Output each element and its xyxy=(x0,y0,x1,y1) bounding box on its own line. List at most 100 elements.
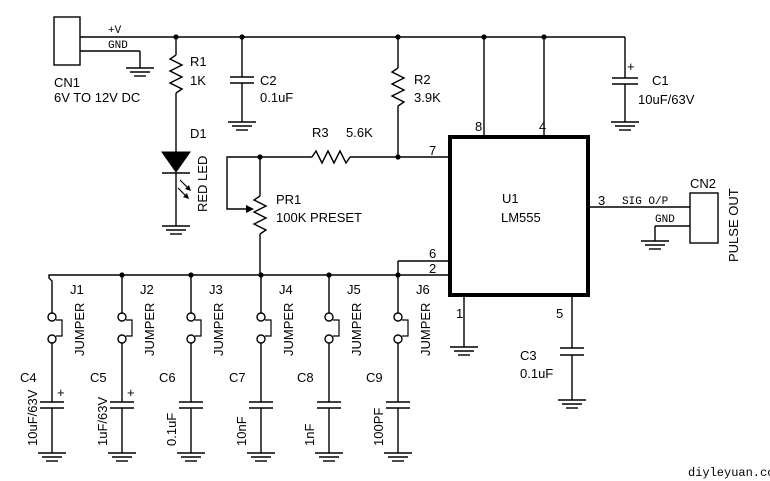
capacitor-ref: C5 xyxy=(90,370,107,385)
jumper-type: JUMPER xyxy=(418,303,433,356)
timing-capacitor-3: C6 0.1uF xyxy=(159,370,203,453)
r2-value: 3.9K xyxy=(414,90,441,105)
ground-icon xyxy=(177,452,205,462)
r1-value: 1K xyxy=(190,73,206,88)
c2-ref: C2 xyxy=(260,73,277,88)
d1-value: RED LED xyxy=(195,156,210,212)
u1-pin6: 6 xyxy=(429,246,436,261)
ground-icon xyxy=(315,452,343,462)
r2-resistor xyxy=(390,37,406,160)
capacitor-ref: C4 xyxy=(20,370,37,385)
u1-pin2: 2 xyxy=(429,261,436,276)
u1-pin1: 1 xyxy=(456,306,463,321)
pr1-ref: PR1 xyxy=(276,192,301,207)
u1-pin8: 8 xyxy=(475,119,482,134)
u1-pin7: 7 xyxy=(429,143,436,158)
r3-resistor xyxy=(257,149,448,165)
pr1-preset xyxy=(226,156,268,275)
ground-icon xyxy=(126,67,154,77)
capacitor-ref: C8 xyxy=(297,370,314,385)
r1-resistor xyxy=(168,37,184,152)
c1-value: 10uF/63V xyxy=(638,92,695,107)
timing-capacitor-6: C9 100PF xyxy=(366,370,410,453)
capacitor-value: 10nF xyxy=(234,416,249,446)
c1-plus: + xyxy=(627,59,635,74)
u1-value: LM555 xyxy=(501,210,541,225)
timing-capacitor-5: C8 1nF xyxy=(297,370,341,453)
capacitor-value: 1uF/63V xyxy=(95,397,110,446)
u1-ic xyxy=(397,37,690,348)
capacitor-value: 0.1uF xyxy=(164,413,179,446)
ground-icon xyxy=(228,121,256,131)
watermark: diyleyuan.com xyxy=(688,466,770,480)
c3-ref: C3 xyxy=(520,348,537,363)
jumper-ref: J1 xyxy=(70,282,84,297)
capacitor-ref: C6 xyxy=(159,370,176,385)
ground-icon xyxy=(611,121,639,131)
jumper-type: JUMPER xyxy=(281,303,296,356)
vplus-rail xyxy=(80,34,625,40)
cn1-gnd-label: GND xyxy=(108,40,128,52)
d1-led xyxy=(161,151,191,226)
c3-capacitor xyxy=(560,347,584,400)
c1-capacitor xyxy=(612,37,638,122)
cn1-value: 6V TO 12V DC xyxy=(54,90,140,105)
r1-ref: R1 xyxy=(190,54,207,69)
cn1-connector xyxy=(53,16,141,68)
ground-icon xyxy=(108,452,136,462)
u1-pin5: 5 xyxy=(556,306,563,321)
vplus-label: +V xyxy=(108,25,122,37)
timing-capacitor-1: + C4 10uF/63V xyxy=(20,370,65,453)
d1-ref: D1 xyxy=(190,126,207,141)
ground-icon xyxy=(162,225,190,235)
r3-ref: R3 xyxy=(312,125,329,140)
ground-icon xyxy=(247,452,275,462)
ground-icon xyxy=(450,346,478,356)
jumper-type: JUMPER xyxy=(211,303,226,356)
jumper-type: JUMPER xyxy=(349,303,364,356)
cn2-value: PULSE OUT xyxy=(726,188,741,262)
r2-ref: R2 xyxy=(414,72,431,87)
cn1-ref: CN1 xyxy=(54,75,80,90)
timing-capacitor-bank: J1JUMPER+C410uF/63VJ2JUMPER+C51uF/63VJ3J… xyxy=(20,272,433,462)
ground-icon xyxy=(641,240,669,250)
c1-ref: C1 xyxy=(652,73,669,88)
jumper-ref: J5 xyxy=(347,282,361,297)
jumper-ref: J3 xyxy=(209,282,223,297)
c3-value: 0.1uF xyxy=(520,366,553,381)
u1-pin4: 4 xyxy=(539,119,546,134)
capacitor-value: 100PF xyxy=(371,408,386,446)
timing-capacitor-2: + C5 1uF/63V xyxy=(90,370,135,453)
ground-icon xyxy=(558,399,586,409)
cn2-connector xyxy=(654,192,719,244)
c2-value: 0.1uF xyxy=(260,90,293,105)
jumper-type: JUMPER xyxy=(142,303,157,356)
jumper-type: JUMPER xyxy=(72,303,87,356)
ground-icon xyxy=(38,452,66,462)
jumper-ref: J6 xyxy=(416,282,430,297)
jumper-ref: J4 xyxy=(279,282,293,297)
capacitor-polarity: + xyxy=(57,385,65,400)
capacitor-ref: C9 xyxy=(366,370,383,385)
cn2-ref: CN2 xyxy=(690,176,716,191)
pr1-value: 100K PRESET xyxy=(276,210,362,225)
timing-capacitor-4: C7 10nF xyxy=(229,370,273,453)
u1-pin3: 3 xyxy=(598,193,605,208)
ground-icon xyxy=(384,452,412,462)
capacitor-value: 10uF/63V xyxy=(25,389,40,446)
capacitor-polarity: + xyxy=(127,385,135,400)
cn2-sig-label: SIG O/P xyxy=(622,196,669,208)
r3-value: 5.6K xyxy=(346,125,373,140)
jumper-ref: J2 xyxy=(140,282,154,297)
capacitor-value: 1nF xyxy=(302,424,317,446)
u1-ref: U1 xyxy=(502,191,519,206)
capacitor-ref: C7 xyxy=(229,370,246,385)
c2-capacitor xyxy=(230,37,254,122)
